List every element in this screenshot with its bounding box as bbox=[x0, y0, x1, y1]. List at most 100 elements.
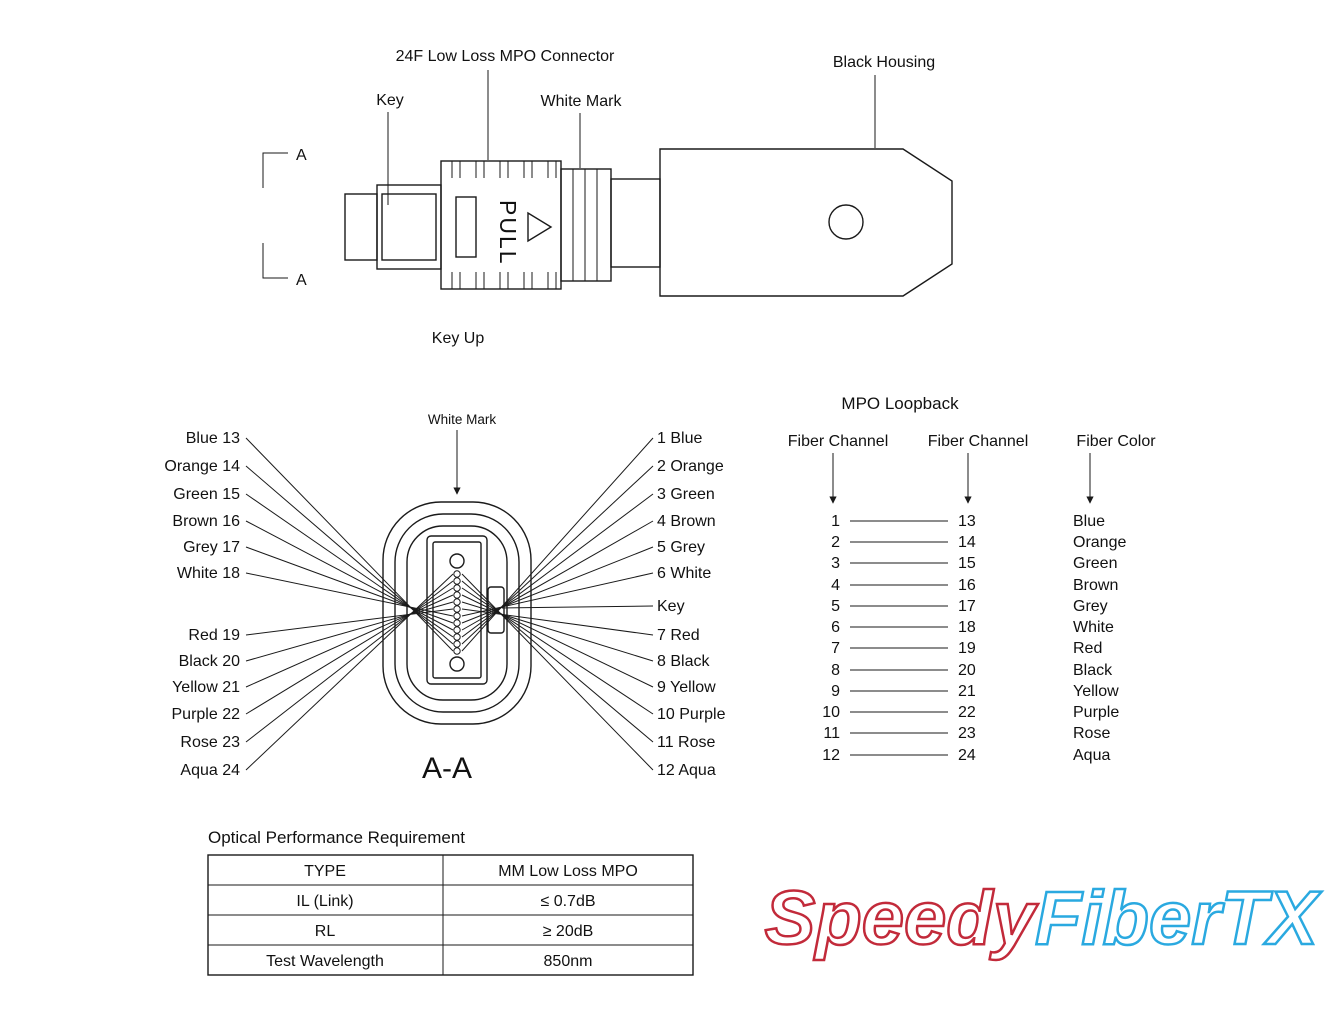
row-label: RL bbox=[315, 923, 336, 940]
fiber-label-right: 1 Blue bbox=[657, 430, 702, 447]
fiber-label-right: 6 White bbox=[657, 565, 711, 582]
fiber-label-left: Orange 14 bbox=[164, 458, 240, 475]
fiber-array bbox=[449, 553, 465, 672]
fiber-label-right: 10 Purple bbox=[657, 706, 726, 723]
channel-a: 1 bbox=[831, 513, 840, 530]
channel-b: 17 bbox=[958, 598, 976, 615]
row-value: ≤ 0.7dB bbox=[540, 893, 595, 910]
face-outlines bbox=[382, 501, 532, 725]
loopback-row: 3 15 Green bbox=[831, 555, 1117, 572]
fiber-label-left: Rose 23 bbox=[180, 734, 240, 751]
loopback-header-channel-1: Fiber Channel bbox=[788, 433, 889, 450]
fiber-label-left: Red 19 bbox=[188, 627, 240, 644]
ferrule-face-inner bbox=[432, 541, 482, 679]
channel-a: 4 bbox=[831, 577, 840, 594]
fiber-label-left: Black 20 bbox=[179, 653, 240, 670]
section-view-title: A-A bbox=[422, 752, 472, 785]
fiber-color: Black bbox=[1073, 662, 1113, 679]
fiber-label-right: 9 Yellow bbox=[657, 679, 716, 696]
fiber-color: Purple bbox=[1073, 704, 1119, 721]
fiber-color: Grey bbox=[1073, 598, 1108, 615]
fiber-label-left: Green 15 bbox=[173, 486, 240, 503]
channel-a: 7 bbox=[831, 640, 840, 657]
guide-pin-hole-bottom bbox=[449, 656, 465, 672]
fiber-color: Rose bbox=[1073, 725, 1110, 742]
housing-ridges bbox=[451, 161, 557, 289]
connector-callout-label: 24F Low Loss MPO Connector bbox=[396, 48, 615, 65]
fiber-label-left: Aqua 24 bbox=[180, 762, 240, 779]
black-housing-outline bbox=[659, 148, 953, 297]
ferrule-outline bbox=[610, 178, 661, 268]
connector-drawing: PULL bbox=[344, 148, 953, 297]
fiber-labels-left: Blue 13 Orange 14 Green 15 Brown 16 Grey… bbox=[164, 430, 240, 779]
fiber-label-right: 8 Black bbox=[657, 653, 710, 670]
direction-triangle-icon bbox=[527, 211, 553, 243]
logo-fibertx-text: FiberTX bbox=[1035, 876, 1322, 961]
key-callout-label: Key bbox=[376, 92, 404, 109]
black-housing-callout-label: Black Housing bbox=[833, 54, 935, 71]
section-letter-top: A bbox=[296, 147, 307, 164]
row-value: MM Low Loss MPO bbox=[498, 863, 638, 880]
loopback-row: 12 24 Aqua bbox=[822, 747, 1110, 764]
channel-a: 8 bbox=[831, 662, 840, 679]
leader-lines-left bbox=[245, 437, 454, 771]
loopback-title: MPO Loopback bbox=[841, 394, 959, 413]
loopback-rows: 1 13 Blue 2 14 Orange 3 15 Green 4 16 bbox=[822, 513, 1126, 764]
loopback-header-color: Fiber Color bbox=[1076, 433, 1156, 450]
fiber-color: Aqua bbox=[1073, 747, 1110, 764]
channel-a: 11 bbox=[823, 725, 840, 742]
fiber-color: Blue bbox=[1073, 513, 1105, 530]
key-up-label: Key Up bbox=[432, 330, 485, 347]
fiber-color: Green bbox=[1073, 555, 1117, 572]
loopback-row: 5 17 Grey bbox=[831, 598, 1108, 615]
section-letter-bottom: A bbox=[296, 272, 307, 289]
fiber-label-right: 12 Aqua bbox=[657, 762, 716, 779]
channel-b: 22 bbox=[958, 704, 976, 721]
fiber-label-left: White 18 bbox=[177, 565, 240, 582]
channel-b: 21 bbox=[958, 683, 976, 700]
loopback-map: MPO Loopback Fiber Channel Fiber Channel… bbox=[788, 394, 1156, 764]
fiber-label-left: Yellow 21 bbox=[172, 679, 240, 696]
fiber-color: White bbox=[1073, 619, 1114, 636]
boot-outline bbox=[344, 193, 378, 261]
fiber-color: Brown bbox=[1073, 577, 1118, 594]
loopback-row: 6 18 White bbox=[831, 619, 1114, 636]
loopback-row: 9 21 Yellow bbox=[831, 683, 1119, 700]
channel-b: 15 bbox=[958, 555, 976, 572]
row-value: ≥ 20dB bbox=[543, 923, 594, 940]
table-row: IL (Link) ≤ 0.7dB bbox=[296, 893, 595, 910]
leader-lines-right bbox=[461, 437, 654, 771]
loopback-header-arrows bbox=[829, 453, 1094, 504]
logo-speedy-text: Speedy bbox=[765, 876, 1039, 961]
row-label: TYPE bbox=[304, 863, 346, 880]
row-label: IL (Link) bbox=[296, 893, 353, 910]
channel-b: 16 bbox=[958, 577, 976, 594]
loopback-row: 1 13 Blue bbox=[831, 513, 1105, 530]
fiber-label-left: Purple 22 bbox=[172, 706, 241, 723]
channel-a: 10 bbox=[822, 704, 840, 721]
body-outline bbox=[376, 184, 442, 270]
top-callout-leaders bbox=[387, 70, 876, 205]
channel-b: 13 bbox=[958, 513, 976, 530]
face-ring-2 bbox=[394, 513, 520, 713]
channel-b: 19 bbox=[958, 640, 976, 657]
loopback-row: 10 22 Purple bbox=[822, 704, 1119, 721]
housing-hole bbox=[828, 204, 864, 240]
fiber-label-left: Grey 17 bbox=[183, 539, 240, 556]
white-mark-callout-label: White Mark bbox=[541, 93, 623, 110]
channel-a: 2 bbox=[831, 534, 840, 551]
loopback-row: 8 20 Black bbox=[831, 662, 1113, 679]
section-cut-marks: A A bbox=[262, 147, 307, 289]
fiber-label-left: Brown 16 bbox=[172, 513, 240, 530]
fiber-color: Orange bbox=[1073, 534, 1126, 551]
performance-title: Optical Performance Requirement bbox=[208, 828, 465, 847]
fiber-color: Red bbox=[1073, 640, 1102, 657]
channel-a: 5 bbox=[831, 598, 840, 615]
fiber-labels-right: 1 Blue 2 Orange 3 Green 4 Brown 5 Grey 6… bbox=[657, 430, 726, 779]
row-value: 850nm bbox=[544, 953, 593, 970]
fiber-color: Yellow bbox=[1073, 683, 1119, 700]
brand-logo: Speedy FiberTX bbox=[763, 875, 1323, 963]
white-mark-collar bbox=[560, 168, 612, 282]
cross-white-mark-label: White Mark bbox=[428, 412, 497, 427]
